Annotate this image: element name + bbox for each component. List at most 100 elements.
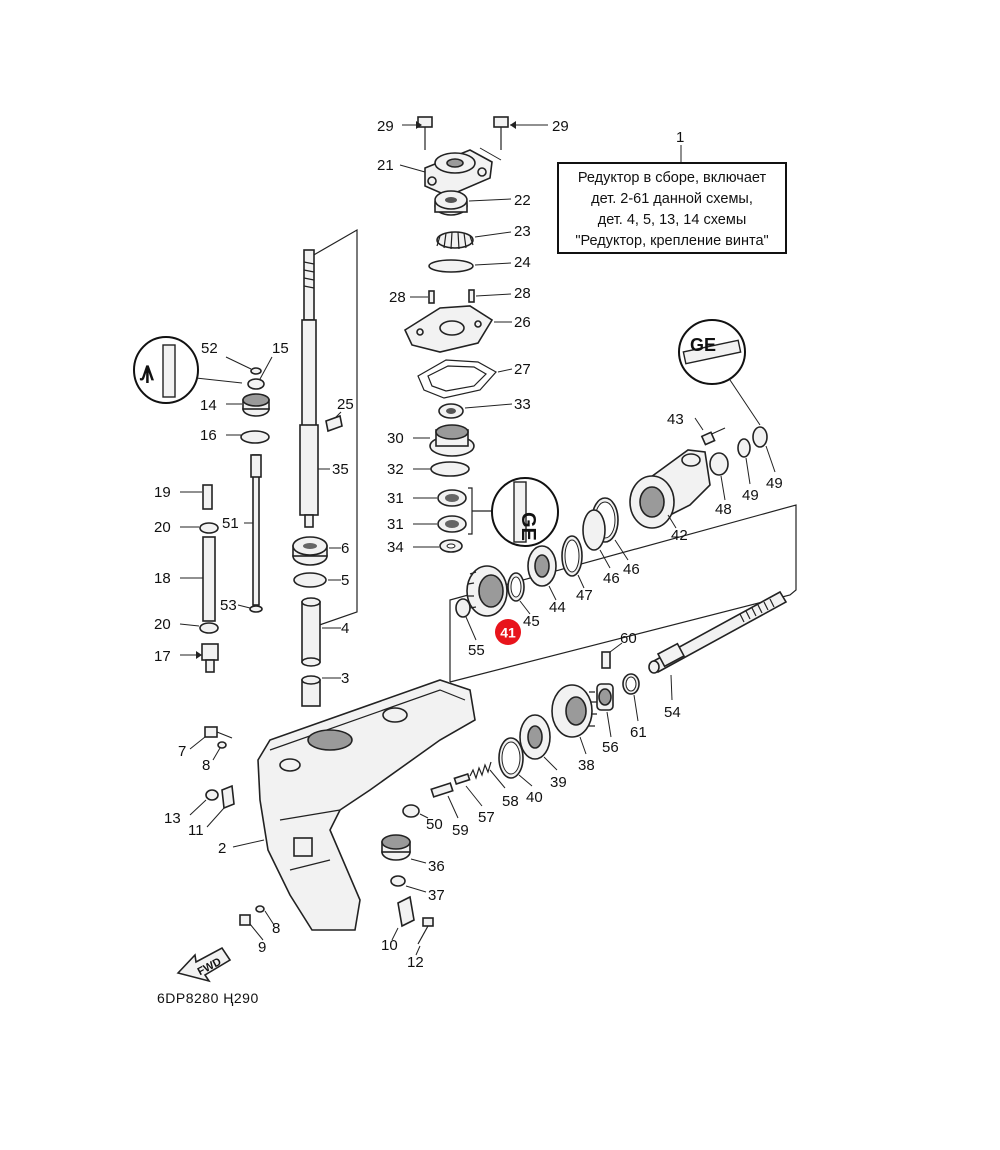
label-46: 46 bbox=[623, 561, 640, 578]
label-26: 26 bbox=[514, 314, 531, 331]
label-31: 31 bbox=[387, 516, 404, 533]
washer-15 bbox=[247, 378, 265, 390]
label-13: 13 bbox=[164, 810, 181, 827]
label-29: 29 bbox=[552, 118, 569, 135]
bearing-6 bbox=[292, 536, 328, 566]
label-49: 49 bbox=[766, 475, 783, 492]
washer-49-left bbox=[737, 438, 751, 458]
label-32: 32 bbox=[387, 461, 404, 478]
label-58: 58 bbox=[502, 793, 519, 810]
label-30: 30 bbox=[387, 430, 404, 447]
pump-housing-21 bbox=[424, 149, 493, 197]
bolt-29-right bbox=[493, 116, 509, 150]
label-7: 7 bbox=[178, 743, 186, 760]
collar-14 bbox=[242, 393, 270, 417]
bushing-3 bbox=[301, 675, 321, 707]
pin-19 bbox=[202, 484, 213, 510]
label-1: 1 bbox=[676, 129, 684, 146]
shift-rod-51 bbox=[250, 454, 262, 606]
label-21: 21 bbox=[377, 157, 394, 174]
bearing-31-lower bbox=[437, 515, 467, 533]
bearing-39 bbox=[519, 714, 551, 760]
label-18: 18 bbox=[154, 570, 171, 587]
label-53: 53 bbox=[220, 597, 237, 614]
ring-46-left bbox=[582, 509, 606, 551]
label-6: 6 bbox=[341, 540, 349, 557]
label-59: 59 bbox=[452, 822, 469, 839]
label-55: 55 bbox=[468, 642, 485, 659]
clutch-56 bbox=[596, 683, 614, 711]
bolt-12 bbox=[417, 917, 434, 945]
shift-parts-lower bbox=[381, 761, 506, 893]
label-42: 42 bbox=[671, 527, 688, 544]
label-52: 52 bbox=[201, 340, 218, 357]
part-50 bbox=[402, 804, 420, 818]
label-54: 54 bbox=[664, 704, 681, 721]
drive-shaft-35 bbox=[299, 249, 319, 528]
label-3: 3 bbox=[341, 670, 349, 687]
reverse-gear-38 bbox=[551, 684, 597, 738]
nut-48 bbox=[709, 452, 729, 476]
label-5: 5 bbox=[341, 572, 349, 589]
bearing-31-upper bbox=[437, 489, 467, 507]
bolt-43 bbox=[700, 427, 726, 446]
label-56: 56 bbox=[602, 739, 619, 756]
label-33: 33 bbox=[514, 396, 531, 413]
forward-gear-41 bbox=[466, 565, 508, 617]
label-36: 36 bbox=[428, 858, 445, 875]
label-44: 44 bbox=[549, 599, 566, 616]
pin-callout-left: Ꙟ bbox=[133, 336, 243, 404]
label-10: 10 bbox=[381, 937, 398, 954]
pump-insert-22 bbox=[434, 190, 468, 216]
label-9: 9 bbox=[258, 939, 266, 956]
pin-28-left bbox=[428, 290, 435, 304]
note-line-4: "Редуктор, крепление винта" bbox=[575, 233, 768, 249]
svg-text:GE: GE bbox=[690, 335, 716, 355]
label-25: 25 bbox=[337, 396, 354, 413]
pin-callout-center: GE bbox=[491, 477, 559, 547]
label-35: 35 bbox=[332, 461, 349, 478]
key-25 bbox=[325, 414, 343, 433]
note-line-1: Редуктор в сборе, включает bbox=[578, 170, 767, 186]
fitting-17 bbox=[201, 643, 219, 673]
label-34: 34 bbox=[387, 539, 404, 556]
label-24: 24 bbox=[514, 254, 531, 271]
pin-60 bbox=[601, 651, 611, 669]
label-17: 17 bbox=[154, 648, 171, 665]
label-61: 61 bbox=[630, 724, 647, 741]
label-22: 22 bbox=[514, 192, 531, 209]
note-line-2: дет. 2-61 данной схемы, bbox=[591, 191, 753, 207]
washer-8-lower bbox=[255, 905, 265, 913]
water-pump-group: GE bbox=[399, 116, 559, 553]
ring-5 bbox=[293, 572, 327, 588]
svg-text:GE: GE bbox=[517, 512, 539, 541]
spring-58 bbox=[469, 761, 492, 780]
svg-text:Ꙟ: Ꙟ bbox=[139, 363, 155, 385]
note-box bbox=[557, 162, 787, 254]
note-line-3: дет. 4, 5, 13, 14 схемы bbox=[598, 212, 747, 228]
label-49: 49 bbox=[742, 487, 759, 504]
clip-53 bbox=[249, 605, 263, 613]
pin-callout-right: GE bbox=[678, 319, 761, 426]
label-51: 51 bbox=[222, 515, 239, 532]
propeller-shaft-group bbox=[498, 590, 788, 787]
label-11: 11 bbox=[188, 822, 204, 839]
label-27: 27 bbox=[514, 361, 531, 378]
label-46: 46 bbox=[603, 570, 620, 587]
washer-55 bbox=[455, 598, 471, 618]
pin-57 bbox=[453, 772, 471, 786]
fwd-arrow: FWD bbox=[176, 946, 232, 983]
bearing-44 bbox=[527, 545, 557, 587]
label-19: 19 bbox=[154, 484, 171, 501]
ring-32 bbox=[430, 461, 470, 477]
label-23: 23 bbox=[514, 223, 531, 240]
washer-8-upper bbox=[217, 741, 227, 749]
label-20: 20 bbox=[154, 616, 171, 633]
label-16: 16 bbox=[200, 427, 217, 444]
label-28: 28 bbox=[514, 285, 531, 302]
label-39: 39 bbox=[550, 774, 567, 791]
drawing-code: 6DP8280 Ң290 bbox=[157, 990, 259, 1006]
label-43: 43 bbox=[667, 411, 684, 428]
plate-10 bbox=[397, 895, 415, 928]
